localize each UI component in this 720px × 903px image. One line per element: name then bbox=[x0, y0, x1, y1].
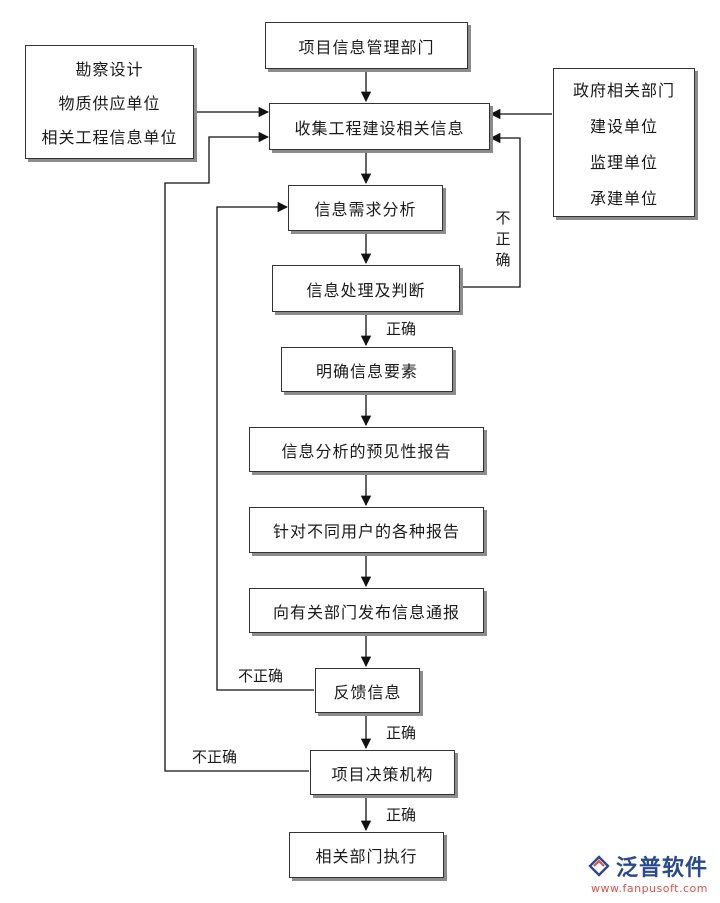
logo-name: 泛普软件 bbox=[615, 856, 708, 881]
left-source-item: 相关工程信息单位 bbox=[41, 128, 178, 147]
logo-url: www.fanpusoft.com bbox=[591, 882, 708, 895]
fanpu-logo: 泛普软件 www.fanpusoft.com bbox=[586, 850, 708, 895]
label-correct-1: 正确 bbox=[386, 320, 417, 338]
arrow-feedback-incorrect-loop bbox=[216, 201, 314, 691]
right-source-item: 政府相关部门 bbox=[572, 80, 675, 100]
box-project-info-dept: 项目信息管理部门 bbox=[265, 22, 468, 69]
label-incorrect-vertical: 不正确 bbox=[495, 209, 511, 269]
box-execute: 相关部门执行 bbox=[289, 832, 444, 878]
box-clarify-elements: 明确信息要素 bbox=[281, 347, 453, 392]
label-incorrect-decision: 不正确 bbox=[192, 748, 238, 766]
box-feedback: 反馈信息 bbox=[315, 668, 420, 713]
arrow-process-incorrect-loop bbox=[460, 132, 521, 288]
arrow-decision-incorrect-loop bbox=[164, 131, 309, 772]
label-correct-3: 正确 bbox=[386, 806, 417, 824]
right-source-item: 监理单位 bbox=[589, 152, 658, 172]
box-right-sources: 政府相关部门 建设单位 监理单位 承建单位 bbox=[553, 68, 695, 217]
box-left-sources: 勘察设计 物质供应单位 相关工程信息单位 bbox=[25, 45, 194, 159]
right-source-item: 建设单位 bbox=[589, 116, 658, 136]
label-incorrect-feedback: 不正确 bbox=[238, 667, 284, 685]
box-decision: 项目决策机构 bbox=[310, 750, 455, 795]
right-source-item: 承建单位 bbox=[589, 188, 658, 208]
box-publish-bulletin: 向有关部门发布信息通报 bbox=[249, 588, 484, 633]
box-collect-info: 收集工程建设相关信息 bbox=[269, 103, 490, 150]
fanpu-logo-icon bbox=[588, 855, 610, 877]
left-source-item: 物质供应单位 bbox=[58, 94, 161, 113]
left-source-item: 勘察设计 bbox=[75, 60, 144, 79]
box-demand-analysis: 信息需求分析 bbox=[288, 185, 443, 231]
box-process-judge: 信息处理及判断 bbox=[272, 265, 460, 312]
label-correct-2: 正确 bbox=[386, 724, 417, 742]
box-user-reports: 针对不同用户的各种报告 bbox=[249, 507, 484, 553]
box-forecast-report: 信息分析的预见性报告 bbox=[249, 427, 484, 472]
